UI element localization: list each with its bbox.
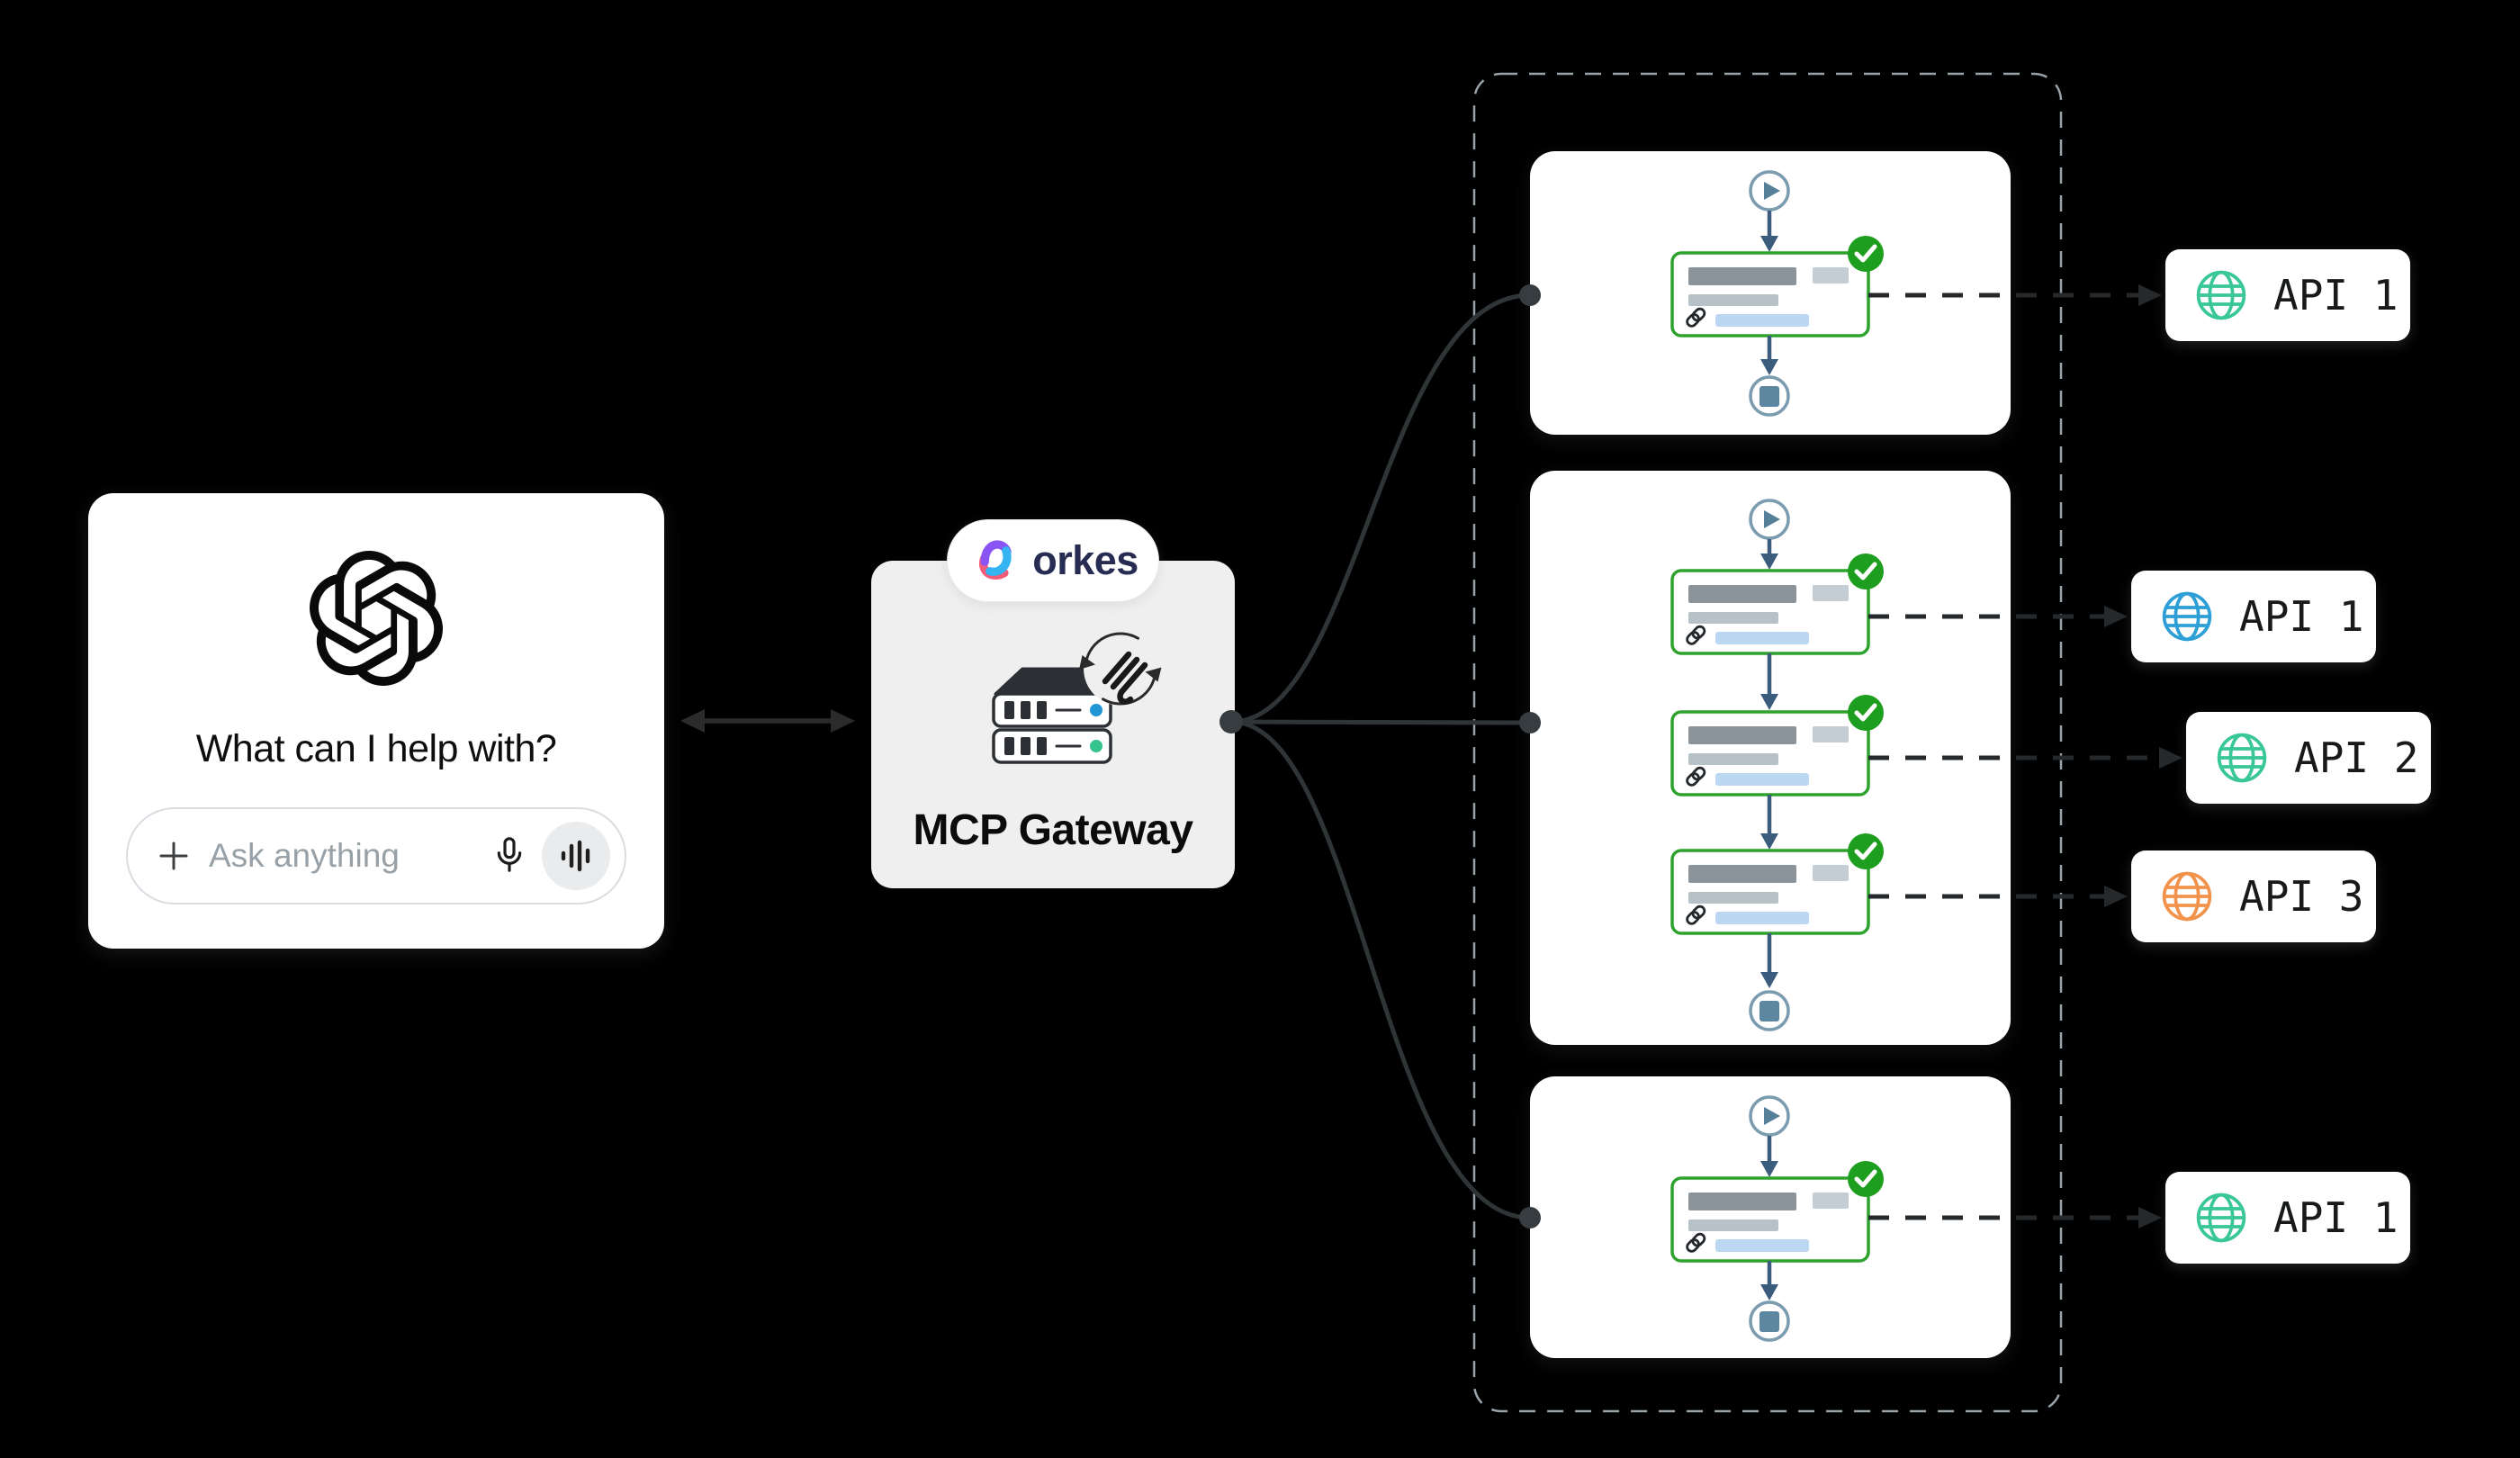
globe-icon xyxy=(2196,1192,2246,1243)
mcp-sync-icon xyxy=(1079,632,1162,706)
api-label: API 3 xyxy=(2239,872,2364,921)
server-led-blue xyxy=(1090,704,1102,716)
stop-node-icon[interactable] xyxy=(1749,1300,1790,1342)
workflow-panel-3 xyxy=(1530,1076,2011,1358)
plus-icon[interactable] xyxy=(158,841,189,871)
workflow-panel-2 xyxy=(1530,471,2011,1045)
check-badge-icon xyxy=(1848,554,1884,590)
globe-icon xyxy=(2162,591,2212,642)
chatgpt-logo-icon xyxy=(310,551,443,686)
check-badge-icon xyxy=(1848,1161,1884,1197)
globe-icon xyxy=(2162,871,2212,922)
api-label: API 1 xyxy=(2273,1193,2398,1242)
task-node[interactable] xyxy=(1670,695,1884,796)
task-node[interactable] xyxy=(1670,833,1884,935)
api-card-1-top: API 1 xyxy=(2165,249,2410,341)
api-card-1-middle: API 1 xyxy=(2131,571,2376,662)
chat-heading: What can I help with? xyxy=(195,727,557,770)
api-card-1-bottom: API 1 xyxy=(2165,1172,2410,1264)
api-card-3: API 3 xyxy=(2131,850,2376,942)
connector-dots xyxy=(1220,284,1541,1228)
play-node-icon[interactable] xyxy=(1749,1095,1790,1137)
ask-anything-pill[interactable] xyxy=(126,807,626,904)
chat-gateway-arrow xyxy=(680,709,855,733)
task-node[interactable] xyxy=(1670,554,1884,655)
server-led-green xyxy=(1090,740,1102,752)
play-node-icon[interactable] xyxy=(1749,499,1790,540)
check-badge-icon xyxy=(1848,695,1884,731)
gateway-fanout-curves xyxy=(1230,292,1531,1220)
stop-node-icon[interactable] xyxy=(1749,375,1790,417)
flow-arrowhead xyxy=(1760,236,1778,252)
api-label: API 1 xyxy=(2273,271,2398,320)
gateway-label: MCP Gateway xyxy=(913,806,1193,854)
ask-anything-input[interactable] xyxy=(209,837,482,875)
task-node[interactable] xyxy=(1670,1161,1884,1263)
gateway-server-icon xyxy=(992,632,1162,764)
waveform-icon xyxy=(561,840,590,872)
mic-icon[interactable] xyxy=(490,834,529,878)
play-node-icon[interactable] xyxy=(1749,170,1790,212)
api-label: API 2 xyxy=(2294,734,2419,782)
voice-mode-button[interactable] xyxy=(542,822,610,890)
mcp-gateway-card: MCP Gateway xyxy=(871,561,1235,888)
globe-icon xyxy=(2196,270,2246,320)
orkes-logo-icon xyxy=(979,540,1012,580)
orkes-label: orkes xyxy=(1032,537,1138,583)
task-node[interactable] xyxy=(1670,236,1884,338)
globe-icon xyxy=(2217,733,2267,783)
api-card-2: API 2 xyxy=(2186,712,2431,804)
chatgpt-card: What can I help with? xyxy=(88,493,664,949)
server-stack-icon xyxy=(992,667,1118,764)
stop-node-icon[interactable] xyxy=(1749,990,1790,1031)
api-label: API 1 xyxy=(2239,592,2364,641)
check-badge-icon xyxy=(1848,833,1884,869)
workflow-panel-1 xyxy=(1530,151,2011,435)
flow-arrowhead xyxy=(1760,359,1778,375)
check-badge-icon xyxy=(1848,236,1884,272)
api-dashed-arrowheads xyxy=(2104,284,2182,1228)
mcp-glyph-icon xyxy=(1102,651,1148,705)
orkes-badge: orkes xyxy=(947,519,1159,602)
